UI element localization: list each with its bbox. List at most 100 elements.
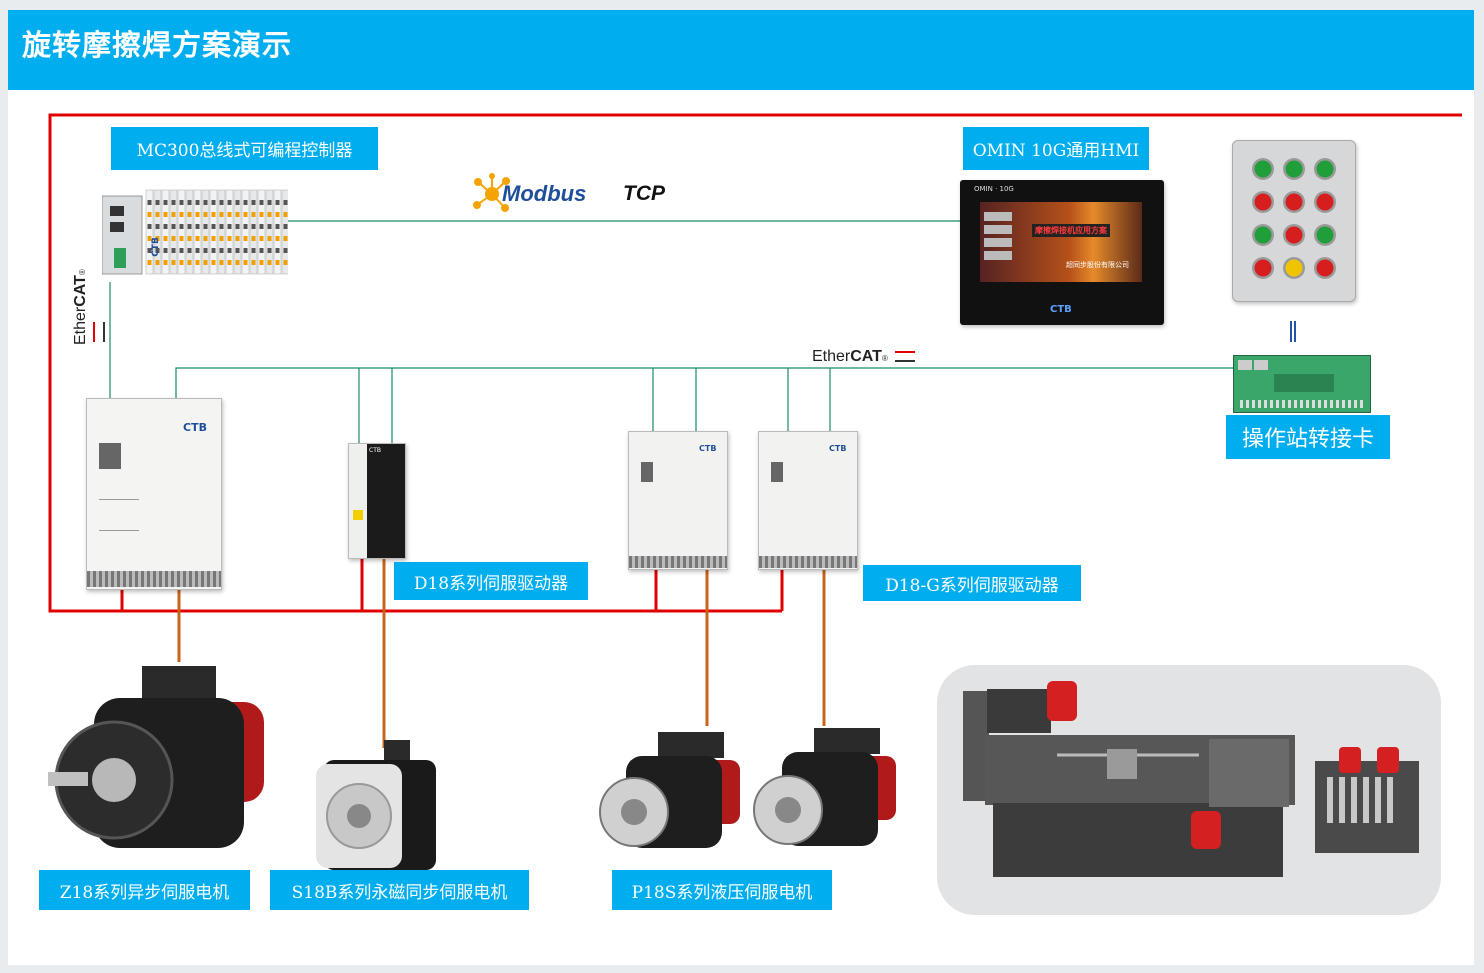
- plc-io-terminal: [227, 200, 232, 205]
- comm-lines: [109, 220, 1234, 443]
- plc-io-terminal: [155, 236, 160, 241]
- plc-io-terminal: [187, 200, 192, 205]
- plc-io-terminal: [155, 200, 160, 205]
- power-bus: [48, 113, 1462, 613]
- d18g-servo-drive-1: CTB: [628, 431, 728, 570]
- plc-io-slice: [185, 189, 194, 275]
- hmi-panel: OMIN · 10G 摩擦焊接机应用方案 超同步股份有限公司 CTB: [960, 180, 1164, 325]
- green-push-button: [1316, 160, 1334, 178]
- plc-io-terminal: [187, 224, 192, 229]
- p18s-hydraulic-servo-motor-1: [599, 732, 740, 848]
- plc-io-slice: [249, 189, 258, 275]
- plc-io-terminal: [195, 212, 200, 217]
- plc-io-terminal: [243, 236, 248, 241]
- drive-brand: CTB: [829, 444, 847, 453]
- ethercat-logo-vertical: EtherCAT®: [72, 269, 105, 345]
- plc-io-terminal: [227, 224, 232, 229]
- plc-io-terminal: [155, 260, 160, 265]
- plc-io-terminal: [251, 248, 256, 253]
- plc-io-terminal: [235, 200, 240, 205]
- plc-io-slice: [273, 189, 282, 275]
- label-d18g: D18-G系列伺服驱动器: [863, 565, 1081, 601]
- plc-io-terminal: [243, 248, 248, 253]
- plc-io-terminal: [147, 212, 152, 217]
- red-push-button: [1316, 259, 1334, 277]
- plc-io-terminal: [283, 248, 288, 253]
- ethercat-cat: CAT: [72, 275, 89, 307]
- plc-io-terminal: [187, 212, 192, 217]
- plc-io-terminal: [195, 260, 200, 265]
- plc-brand: CTB: [150, 237, 161, 257]
- push-button-grid: [1252, 158, 1336, 279]
- plc-io-terminal: [179, 200, 184, 205]
- plc-io-terminal: [203, 212, 208, 217]
- plc-io-terminal: [235, 248, 240, 253]
- plc-io-terminal: [187, 236, 192, 241]
- plc-io-terminal: [179, 248, 184, 253]
- plc-io-terminal: [163, 224, 168, 229]
- friction-welding-machine-illustration: [963, 681, 1419, 877]
- yellow-push-button: [1285, 259, 1303, 277]
- plc-io-terminal: [211, 224, 216, 229]
- plc-io-terminal: [147, 200, 152, 205]
- plc-io-terminal: [243, 224, 248, 229]
- plc-io-terminal: [147, 236, 152, 241]
- plc-io-terminal: [203, 224, 208, 229]
- plc-io-terminal: [243, 260, 248, 265]
- drive-brand: CTB: [699, 444, 717, 453]
- plc-io-terminal: [179, 236, 184, 241]
- label-plc: MC300总线式可编程控制器: [111, 127, 378, 170]
- plc-io-terminal: [211, 248, 216, 253]
- modbus-tcp-logo: Modbus TCP: [472, 172, 672, 216]
- station-adapter-card: [1233, 355, 1371, 413]
- red-push-button: [1285, 193, 1303, 211]
- plc-io-terminal: [147, 224, 152, 229]
- plc-io-terminal: [219, 200, 224, 205]
- z18-async-servo-motor: [48, 666, 264, 848]
- plc-io-terminal: [163, 212, 168, 217]
- plc-io-slice: [217, 189, 226, 275]
- plc-io-terminal: [275, 212, 280, 217]
- station-link: [1290, 321, 1296, 342]
- modbus-tcp-word: TCP: [623, 182, 665, 205]
- plc-io-terminal: [171, 212, 176, 217]
- plc-io-terminal: [163, 200, 168, 205]
- plc-io-terminal: [163, 248, 168, 253]
- plc-io-terminal: [203, 200, 208, 205]
- plc-io-terminal: [243, 200, 248, 205]
- plc-io-terminal: [283, 224, 288, 229]
- plc-io-terminal: [187, 248, 192, 253]
- plc-io-terminal: [235, 260, 240, 265]
- plc-io-terminal: [259, 260, 264, 265]
- plc-io-terminal: [275, 236, 280, 241]
- green-push-button: [1285, 160, 1303, 178]
- motor-cables: [177, 558, 826, 748]
- plc-io-terminal: [219, 224, 224, 229]
- large-servo-drive: CTB: [86, 398, 222, 590]
- plc-io-terminal: [275, 224, 280, 229]
- plc-io-slice: [169, 189, 178, 275]
- drive-brand: CTB: [183, 421, 207, 434]
- plc-io-slice: [241, 189, 250, 275]
- plc-io-slice: [177, 189, 186, 275]
- plc-io-slice: [193, 189, 202, 275]
- plc-io-slice: [257, 189, 266, 275]
- d18-servo-drive: CTB: [348, 443, 406, 559]
- plc-io-terminal: [171, 224, 176, 229]
- hmi-screen: 摩擦焊接机应用方案 超同步股份有限公司: [980, 202, 1142, 282]
- plc-io-terminal: [219, 260, 224, 265]
- red-push-button: [1285, 226, 1303, 244]
- red-push-button: [1254, 259, 1272, 277]
- drive-brand: CTB: [369, 447, 381, 454]
- plc-io-terminal: [147, 248, 152, 253]
- plc-io-terminal: [155, 224, 160, 229]
- plc-io-terminal: [171, 248, 176, 253]
- plc-io-terminal: [283, 236, 288, 241]
- label-p18s: P18S系列液压伺服电机: [612, 870, 832, 910]
- ethercat-logo-horizontal: EtherCAT®: [812, 348, 916, 368]
- hmi-model: OMIN · 10G: [974, 185, 1014, 193]
- plc-io-terminal: [203, 236, 208, 241]
- ethercat-reg: ®: [881, 354, 888, 363]
- plc-io-terminal: [195, 224, 200, 229]
- plc-io-terminal: [259, 248, 264, 253]
